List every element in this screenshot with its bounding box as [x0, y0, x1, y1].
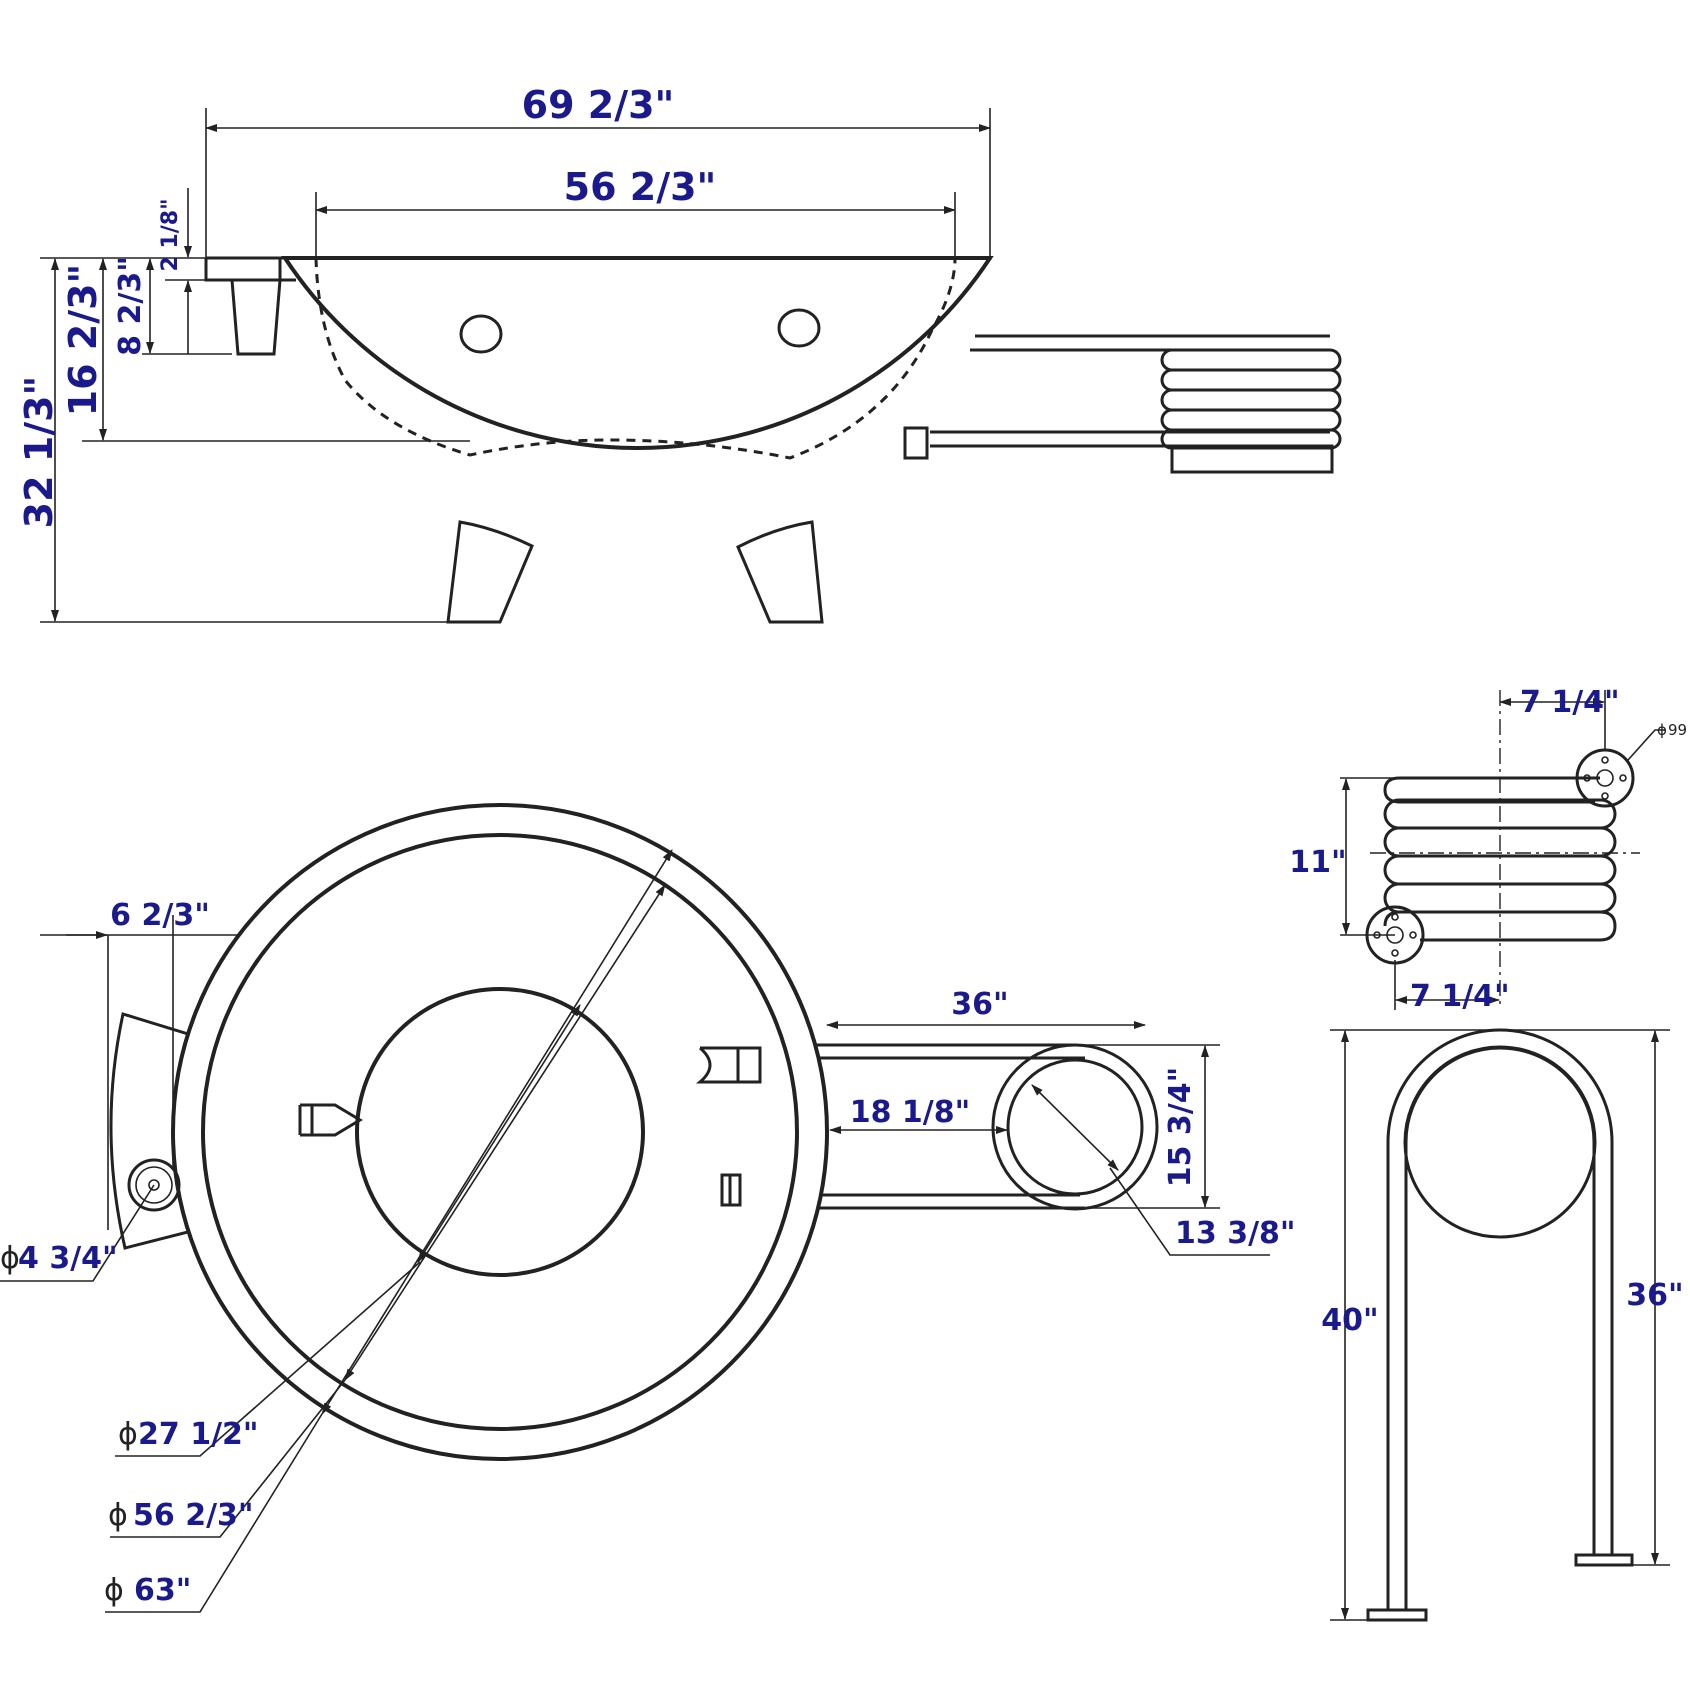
- fitting-right: [695, 1046, 762, 1084]
- inner-profile-dashed: [314, 257, 957, 460]
- pipe-connector: [903, 426, 929, 460]
- diameter-symbol: ϕ: [1657, 721, 1667, 739]
- dim-stove-ring: [1031, 1084, 1119, 1171]
- tub-inner-circle: [201, 833, 799, 1431]
- drain-center: [148, 1179, 160, 1191]
- front-view: 40" 36": [1321, 1028, 1684, 1622]
- stove-arm: [800, 1043, 1085, 1210]
- label-arm-inner: 18 1/8": [850, 1095, 971, 1130]
- jet-right: [777, 308, 821, 348]
- label-inner-diameter: 27 1/2": [138, 1417, 259, 1452]
- top-view: 6 2/3" ϕ 4 3/4" ϕ 27 1/2" ϕ 56 2/3" ϕ 63…: [0, 803, 1296, 1613]
- label-rim-thickness: 2 1/8": [158, 198, 183, 271]
- fitting-small: [720, 1173, 742, 1207]
- label-outer-diameter: 63": [134, 1573, 191, 1608]
- diameter-symbol: ϕ: [118, 1417, 138, 1452]
- label-flange-bottom: 7 1/4": [1410, 979, 1510, 1014]
- foot-right: [1574, 1553, 1634, 1567]
- label-flange-top: 7 1/4": [1520, 685, 1620, 720]
- stove-ring-inner: [1006, 1058, 1144, 1196]
- label-overall-height: 32 1/3": [17, 376, 61, 529]
- label-flange-note: 99: [1668, 721, 1687, 739]
- coil-ring-inner: [1403, 1045, 1597, 1239]
- coil-frame-inner: [1404, 1046, 1596, 1610]
- coil-frame-outer: [1386, 1028, 1614, 1610]
- label-drain-offset: 6 2/3": [110, 898, 210, 933]
- diameter-symbol: ϕ: [104, 1573, 124, 1608]
- label-water-depth: 16 2/3": [61, 264, 105, 417]
- label-right-height: 36": [1626, 1278, 1683, 1313]
- diameter-symbol: ϕ: [108, 1498, 128, 1533]
- drain-inner: [135, 1166, 173, 1204]
- seat-block: [230, 279, 282, 356]
- label-left-height: 40": [1321, 1303, 1378, 1338]
- diameter-symbol: ϕ: [0, 1241, 20, 1276]
- drain-outer: [127, 1158, 181, 1212]
- label-tub-width: 56 2/3": [564, 165, 717, 209]
- label-arm-length: 36": [951, 987, 1008, 1022]
- label-tub-diameter: 56 2/3": [133, 1498, 254, 1533]
- leg-left: [446, 520, 534, 624]
- foot-left: [1366, 1608, 1428, 1622]
- stove-pipe-top: [970, 334, 1330, 352]
- stove-pipe-bottom: [930, 430, 1330, 448]
- leg-right: [736, 520, 824, 624]
- label-overall-width: 69 2/3": [522, 83, 675, 127]
- rim-ledge: [204, 256, 296, 282]
- stove-coil: [1160, 348, 1342, 474]
- drain-housing: [109, 1012, 190, 1250]
- side-view: 69 2/3" 56 2/3" 2 1/8" 8 2/3" 16 2/3" 32…: [17, 83, 1342, 624]
- coil-view: 7 1/4" 7 1/4" 11" ϕ 99: [1289, 685, 1687, 1014]
- label-stove-ring: 13 3/8": [1175, 1216, 1296, 1251]
- label-coil-height: 11": [1289, 845, 1346, 880]
- jet-left: [459, 314, 503, 354]
- label-stove-width: 15 3/4": [1163, 1067, 1198, 1188]
- tub-bowl-outline: [281, 256, 994, 450]
- label-drain-diameter: 4 3/4": [18, 1241, 118, 1276]
- label-seat-height: 8 2/3": [113, 256, 148, 356]
